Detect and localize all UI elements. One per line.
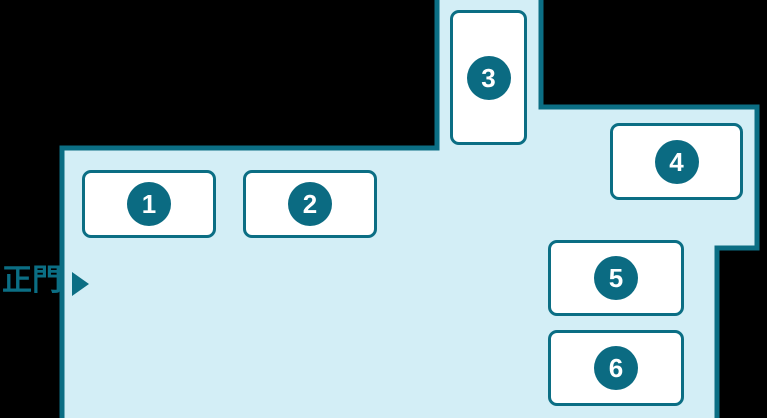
booth-4[interactable]: 4 [610, 123, 743, 200]
booth-number-badge: 6 [594, 346, 638, 390]
booth-5[interactable]: 5 [548, 240, 684, 316]
right-triangle-icon [72, 272, 89, 296]
booth-number-badge: 3 [466, 55, 511, 100]
booth-3[interactable]: 3 [450, 10, 527, 145]
booth-number-badge: 4 [654, 139, 699, 184]
booth-number-badge: 2 [288, 182, 332, 226]
booth-number-badge: 1 [127, 182, 171, 226]
entrance-label: 正門 [2, 264, 62, 297]
booth-number-badge: 5 [594, 256, 638, 300]
booth-6[interactable]: 6 [548, 330, 684, 406]
booth-2[interactable]: 2 [243, 170, 377, 238]
booth-1[interactable]: 1 [82, 170, 216, 238]
